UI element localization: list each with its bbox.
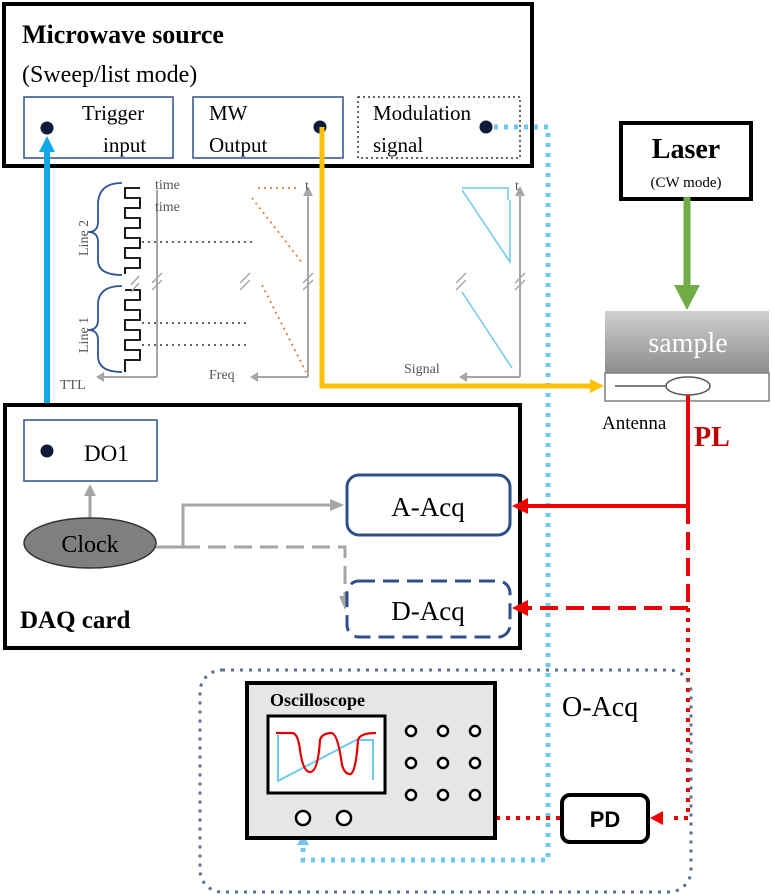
knob[interactable] [436,788,450,802]
knob[interactable] [468,724,482,738]
knob[interactable] [404,756,418,770]
ttl-wave-line-1 [124,289,141,372]
microwave-source-box: Microwave source (Sweep/list mode) Trigg… [2,2,534,168]
line-1-brace [87,285,123,373]
laser-title: Laser [652,134,720,165]
daq-card-box: DAQ card DO1 Clock A-Acq D-Acq [3,403,522,650]
mod-label-1: Modulation [373,101,471,125]
oscilloscope: Oscilloscope [245,681,497,840]
laser-box: Laser (CW mode) [619,121,753,201]
ttl-wave-line-2 [124,187,141,274]
laser-mode: (CW mode) [651,175,722,191]
timing-diagram-signal: t Signal [404,179,526,382]
a-acq-label: A-Acq [391,492,465,522]
clock-node [23,517,157,569]
sample-label: sample [648,328,727,359]
photodiode-box: PD [560,793,650,844]
trigger-input-connector[interactable] [40,121,54,135]
a-acq-box [345,473,512,537]
freq-sweep-line-1 [261,284,307,373]
mw-output-cable [319,127,592,389]
oscilloscope-input-2[interactable] [335,809,353,827]
line-2-brace [87,182,123,276]
signal-label: Signal [404,362,440,377]
t-label-signal: t [515,179,519,194]
d-acq-label: D-Acq [391,596,465,626]
knob[interactable] [468,788,482,802]
knob[interactable] [436,756,450,770]
antenna-label: Antenna [602,413,667,434]
signal-ramp-line-2 [461,187,511,265]
trigger-label-1: Trigger [82,101,144,125]
oscilloscope-trace-pl [276,731,377,776]
pd-label: PD [590,807,621,832]
trigger-cable [39,136,55,449]
line-2-label: Line 2 [77,220,92,256]
do1-connector[interactable] [40,444,54,458]
time-label-1: time [155,178,180,193]
signal-ramp-line-1 [461,291,513,369]
clock-label: Clock [61,532,118,558]
t-label-freq: t [305,179,309,194]
oscilloscope-knobs [404,724,482,802]
d-acq-box [345,579,512,639]
knob[interactable] [468,756,482,770]
modulation-signal-connector[interactable] [479,120,493,134]
daq-title: DAQ card [20,607,130,634]
oscilloscope-trace-sawtooth [277,735,374,783]
knob[interactable] [404,788,418,802]
timing-diagram-freq: t Freq [209,179,314,383]
pl-label: PL [694,422,730,453]
sample-block: sample Antenna [602,311,770,434]
line-1-label: Line 1 [77,317,92,353]
trigger-label-2: input [103,133,146,157]
microwave-source-title: Microwave source [22,20,224,49]
freq-label: Freq [209,368,235,383]
modulation-signal-port-box [357,96,521,159]
time-label-2: time [155,200,180,215]
oscilloscope-title: Oscilloscope [270,690,365,710]
mw-label-1: MW [209,101,248,125]
o-acq-label: O-Acq [562,692,638,723]
ttl-label: TTL [60,378,86,393]
knob[interactable] [404,724,418,738]
mod-label-2: signal [373,133,423,157]
oscilloscope-input-1[interactable] [294,809,312,827]
microwave-source-subtitle: (Sweep/list mode) [22,62,197,88]
freq-sweep-line-2 [251,187,304,265]
do1-label: DO1 [84,441,129,466]
mw-label-2: Output [209,133,268,157]
knob[interactable] [436,724,450,738]
timing-diagram-ttl: time time TTL Line 2 Line 1 [60,178,255,393]
laser-beam-arrow [674,197,700,310]
